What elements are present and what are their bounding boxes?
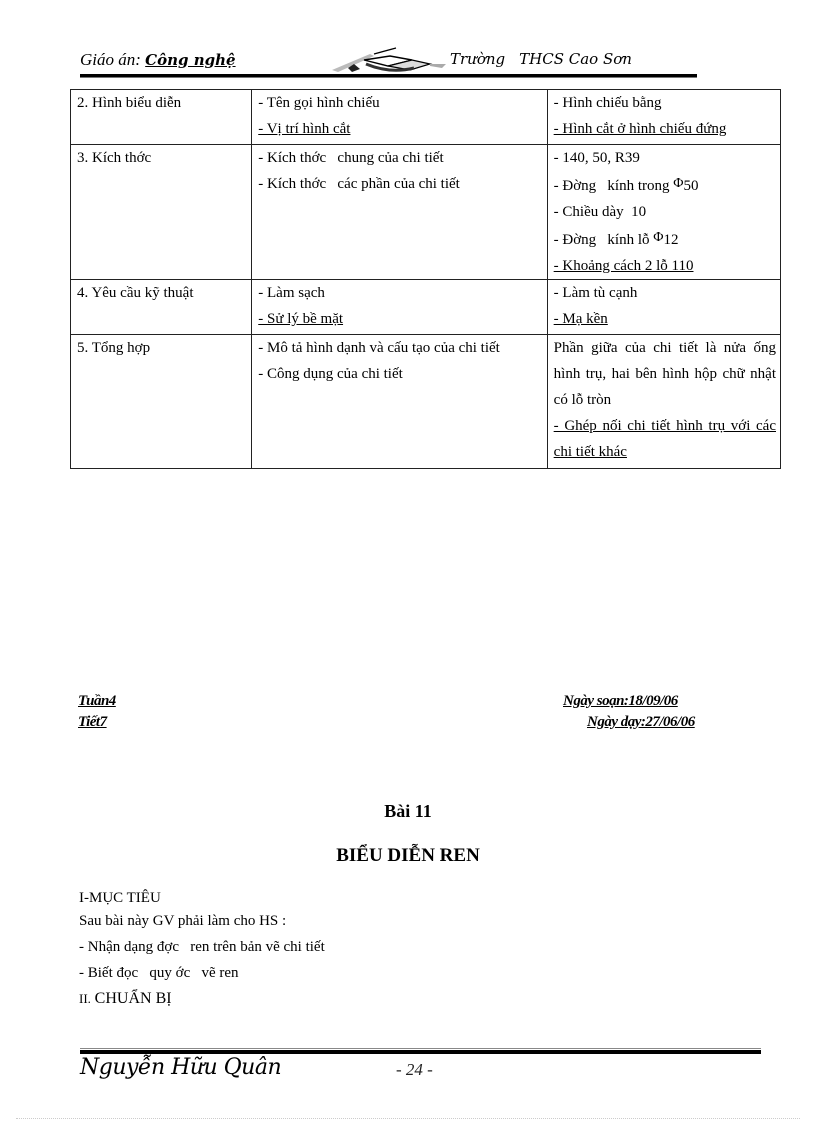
table-row: 4. Yêu cầu kỹ thuật - Làm sạch - Sử lý b… bbox=[69, 279, 782, 335]
book-pen-logo-icon bbox=[332, 47, 446, 72]
header-school: Trường THCS Cao Sơn bbox=[450, 50, 632, 68]
period-label: Tiết7 bbox=[78, 714, 107, 730]
table-cell-result: - Làm tù cạnh - Mạ kền bbox=[546, 279, 782, 335]
table-row: 5. Tổng hợp - Mô tả hình dạnh và cấu tạo… bbox=[69, 334, 782, 469]
header-rule bbox=[80, 74, 697, 78]
table-cell-step: 5. Tổng hợp bbox=[69, 334, 253, 469]
table-row: 3. Kích thớc - Kích thớc chung của chi t… bbox=[69, 144, 782, 280]
table-cell-step: 4. Yêu cầu kỹ thuật bbox=[69, 279, 253, 335]
table-row: 2. Hình biểu diễn - Tên gọi hình chiếu -… bbox=[69, 89, 782, 145]
footer-author: Nguyễn Hữu Quân bbox=[80, 1055, 282, 1080]
header-subject-name: Công nghệ bbox=[145, 51, 236, 69]
prepared-date: Ngày soạn:18/09/06 bbox=[563, 693, 678, 709]
lesson-title: BIỂU DIỄN REN bbox=[336, 845, 480, 866]
phi-symbol: Φ bbox=[673, 176, 684, 191]
table-cell-result: Phần giữa của chi tiết là nửa ống hình t… bbox=[546, 334, 782, 469]
table-cell-result: - 140, 50, R39 - Đờng kính trong Φ50 - C… bbox=[546, 144, 782, 280]
table-cell-step: 3. Kích thớc bbox=[69, 144, 253, 280]
header-label: Giáo án bbox=[80, 50, 136, 69]
week-label: Tuần4 bbox=[78, 693, 116, 709]
page-bottom-border bbox=[16, 1118, 800, 1119]
table-cell-content: - Tên gọi hình chiếu - Vị trí hình cắt bbox=[251, 89, 548, 145]
table-cell-content: - Mô tả hình dạnh và cấu tạo của chi tiế… bbox=[251, 334, 548, 469]
footer-rule-thin bbox=[80, 1048, 761, 1049]
table-cell-content: - Làm sạch - Sử lý bề mặt bbox=[251, 279, 548, 335]
objective-item: - Nhận dạng đợc ren trên bản vẽ chi tiết bbox=[79, 939, 325, 955]
objectives-intro: Sau bài này GV phải làm cho HS : bbox=[79, 913, 287, 929]
page-number: - 24 - bbox=[396, 1060, 433, 1079]
teaching-date: Ngày dạy:27/06/06 bbox=[587, 714, 695, 730]
phi-symbol: Φ bbox=[653, 230, 664, 245]
table-cell-content: - Kích thớc chung của chi tiết - Kích th… bbox=[251, 144, 548, 280]
objective-item: - Biết đọc quy ớc vẽ ren bbox=[79, 965, 239, 981]
lesson-number: Bài 11 bbox=[384, 801, 432, 821]
header-school-prefix: Trường bbox=[450, 50, 506, 68]
analysis-table: 2. Hình biểu diễn - Tên gọi hình chiếu -… bbox=[69, 89, 782, 469]
section-preparation-heading: II. CHUẨN BỊ bbox=[79, 990, 172, 1007]
header-subject: Giáo án: Công nghệ bbox=[80, 50, 236, 69]
table-cell-step: 2. Hình biểu diễn bbox=[69, 89, 253, 145]
table-cell-result: - Hình chiếu bằng - Hình cắt ở hình chiế… bbox=[546, 89, 782, 145]
footer-rule-thick bbox=[80, 1050, 761, 1054]
section-objectives-heading: I-MỤC TIÊU bbox=[79, 890, 161, 906]
header-school-name: THCS Cao Sơn bbox=[519, 50, 632, 68]
